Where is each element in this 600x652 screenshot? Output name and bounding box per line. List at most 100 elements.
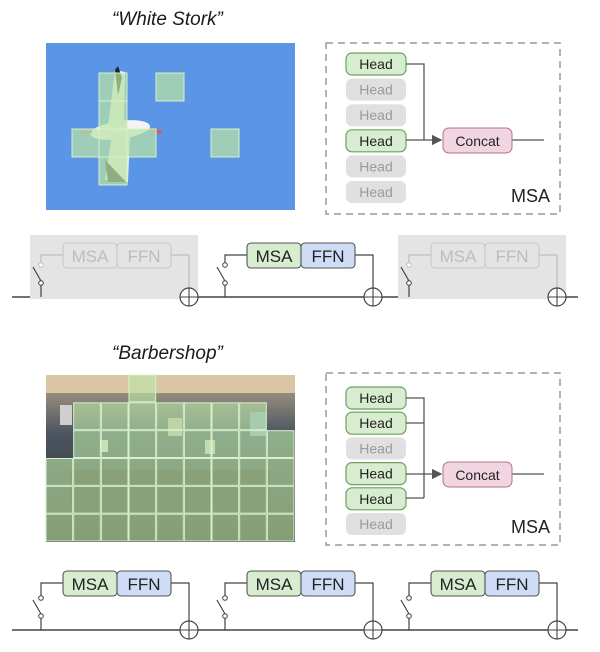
head-box: Head xyxy=(345,129,407,153)
patch-cell xyxy=(98,156,128,186)
patch-cell xyxy=(266,513,295,542)
patch-cell xyxy=(71,128,100,158)
stork-patch-grid xyxy=(71,72,240,186)
patch-cell xyxy=(210,128,240,158)
patch-cell xyxy=(98,128,128,158)
head-box: Head xyxy=(346,513,406,535)
head-box: Head xyxy=(346,181,406,203)
head-label: Head xyxy=(359,82,392,98)
transformer-block: MSA FFN xyxy=(216,570,383,640)
patch-cell xyxy=(128,374,157,403)
patch-cell xyxy=(183,485,212,514)
patch-cell xyxy=(73,458,101,486)
patch-cell xyxy=(266,485,295,514)
patch-cell xyxy=(128,402,157,431)
patch-cell xyxy=(183,458,212,486)
patch-cell xyxy=(155,72,185,102)
concat-label: Concat xyxy=(455,467,499,483)
patch-cell xyxy=(156,513,184,542)
patch-cell xyxy=(126,128,157,158)
patch-cell xyxy=(128,430,157,458)
msa-label: MSA xyxy=(256,575,294,594)
head-label: Head xyxy=(359,516,392,532)
patch-cell xyxy=(45,513,74,542)
patch-cell xyxy=(156,430,184,458)
transformer-block: MSA FFN xyxy=(216,242,383,307)
patch-cell xyxy=(156,485,184,514)
skip-switch xyxy=(216,266,226,282)
head-label: Head xyxy=(359,133,392,149)
head-label: Head xyxy=(359,107,392,123)
patch-cell xyxy=(183,430,212,458)
ffn-label: FFN xyxy=(495,247,528,266)
patch-cell xyxy=(239,485,267,514)
msa-panel-border xyxy=(325,372,561,546)
skip-switch xyxy=(216,599,226,615)
residual-add-icon xyxy=(179,287,199,307)
patch-cell xyxy=(211,458,240,486)
residual-add-icon xyxy=(179,620,199,640)
residual-add-icon xyxy=(363,620,383,640)
ffn-label: FFN xyxy=(311,247,344,266)
head-label: Head xyxy=(359,56,392,72)
transformer-block: MSA FFN xyxy=(30,235,199,307)
head-label: Head xyxy=(359,184,392,200)
patch-cell xyxy=(73,402,101,431)
patch-cell xyxy=(45,458,74,486)
patch-cell xyxy=(98,100,128,130)
patch-cell xyxy=(128,485,157,514)
patch-cell xyxy=(211,402,240,431)
msa-label: MSA xyxy=(72,247,110,266)
msa-label: MSA xyxy=(256,247,294,266)
skip-switch xyxy=(32,599,42,615)
head-label: Head xyxy=(359,491,392,507)
patch-cell xyxy=(211,430,240,458)
patch-cell xyxy=(98,72,128,102)
head-box: Head xyxy=(345,462,407,486)
caption-white-stork: “White Stork” xyxy=(112,9,223,30)
skip-switch xyxy=(400,266,410,282)
skip-switch xyxy=(400,599,410,615)
ffn-label: FFN xyxy=(127,247,160,266)
head-box: Head xyxy=(345,386,407,410)
msa-label: MSA xyxy=(72,575,110,594)
barbershop-patch-grid xyxy=(45,374,295,542)
patch-cell xyxy=(128,513,157,542)
msa-label: MSA xyxy=(440,247,478,266)
concat-box xyxy=(442,461,513,488)
patch-cell xyxy=(266,430,295,458)
msa-panel-label: MSA xyxy=(511,186,550,206)
patch-cell xyxy=(183,513,212,542)
patch-cell xyxy=(128,458,157,486)
head-box: Head xyxy=(346,155,406,178)
patch-cell xyxy=(100,458,129,486)
residual-add-icon xyxy=(547,287,567,307)
concat-box xyxy=(442,127,513,154)
head-label: Head xyxy=(359,390,392,406)
head-box: Head xyxy=(345,52,407,76)
head-box: Head xyxy=(346,78,406,101)
head-box: Head xyxy=(346,437,406,460)
ffn-label: FFN xyxy=(495,575,528,594)
patch-cell xyxy=(239,402,267,431)
ffn-label: FFN xyxy=(311,575,344,594)
head-box: Head xyxy=(346,104,406,127)
patch-cell xyxy=(183,402,212,431)
patch-cell xyxy=(239,458,267,486)
barbershop-image xyxy=(45,374,295,542)
patch-cell xyxy=(45,485,74,514)
head-label: Head xyxy=(359,440,392,456)
head-box: Head xyxy=(345,487,407,511)
msa-panel-label: MSA xyxy=(511,517,550,537)
patch-cell xyxy=(211,485,240,514)
skip-switch xyxy=(32,266,42,282)
patch-cell xyxy=(73,513,101,542)
patch-cell xyxy=(239,513,267,542)
patch-cell xyxy=(239,430,267,458)
caption-barbershop: “Barbershop” xyxy=(112,343,223,364)
patch-cell xyxy=(156,402,184,431)
